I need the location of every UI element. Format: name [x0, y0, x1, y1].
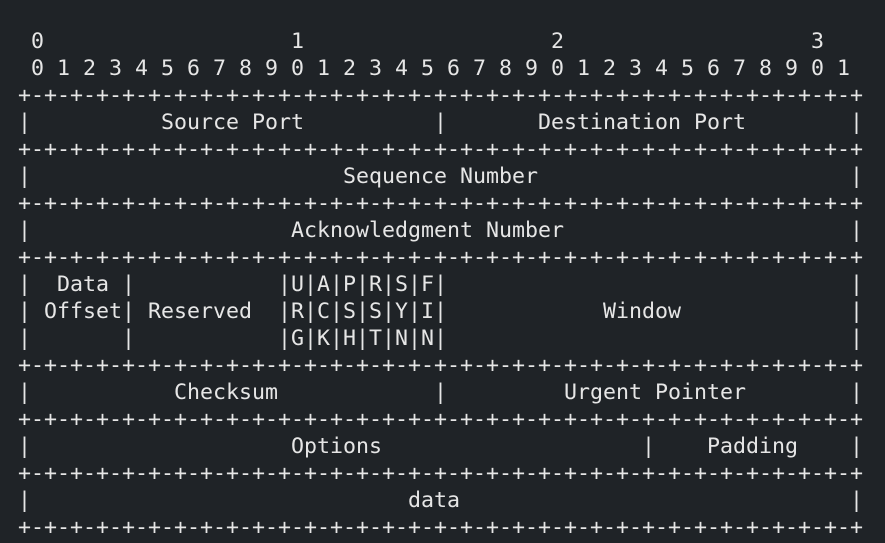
row-sequence-number: | Sequence Number | [18, 164, 864, 189]
border-row: +-+-+-+-+-+-+-+-+-+-+-+-+-+-+-+-+-+-+-+-… [18, 515, 864, 540]
row-checksum-urgent: | Checksum | Urgent Pointer | [18, 380, 864, 405]
border-row: +-+-+-+-+-+-+-+-+-+-+-+-+-+-+-+-+-+-+-+-… [18, 407, 864, 432]
border-row: +-+-+-+-+-+-+-+-+-+-+-+-+-+-+-+-+-+-+-+-… [18, 461, 864, 486]
row-flags-line-1: | Data | |U|A|P|R|S|F| | [18, 272, 864, 297]
bit-ruler-tens: 0 1 2 3 [18, 29, 825, 54]
row-options-padding: | Options | Padding | [18, 434, 864, 459]
border-row: +-+-+-+-+-+-+-+-+-+-+-+-+-+-+-+-+-+-+-+-… [18, 83, 864, 108]
border-row: +-+-+-+-+-+-+-+-+-+-+-+-+-+-+-+-+-+-+-+-… [18, 353, 864, 378]
border-row: +-+-+-+-+-+-+-+-+-+-+-+-+-+-+-+-+-+-+-+-… [18, 137, 864, 162]
row-data: | data | [18, 488, 864, 513]
border-row: +-+-+-+-+-+-+-+-+-+-+-+-+-+-+-+-+-+-+-+-… [18, 245, 864, 270]
row-ports: | Source Port | Destination Port | [18, 110, 864, 135]
row-flags-line-3: | | |G|K|H|T|N|N| | [18, 326, 864, 351]
row-ack-number: | Acknowledgment Number | [18, 218, 864, 243]
border-row: +-+-+-+-+-+-+-+-+-+-+-+-+-+-+-+-+-+-+-+-… [18, 191, 864, 216]
bit-ruler-units: 0 1 2 3 4 5 6 7 8 9 0 1 2 3 4 5 6 7 8 9 … [18, 56, 851, 81]
row-flags-line-2: | Offset| Reserved |R|C|S|S|Y|I| Window … [18, 299, 864, 324]
